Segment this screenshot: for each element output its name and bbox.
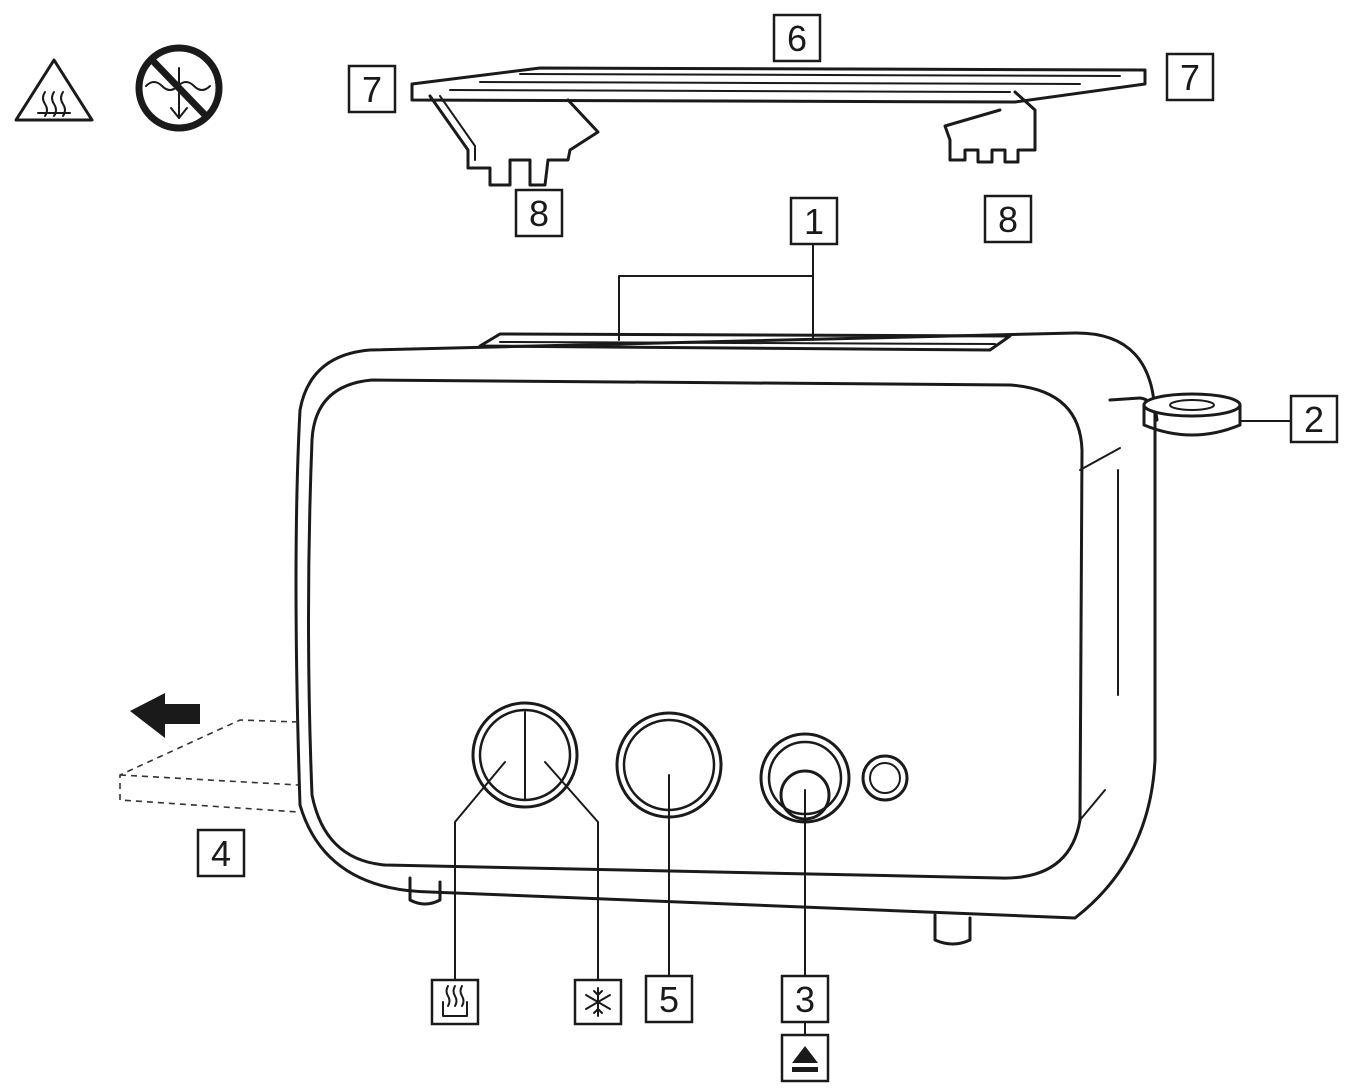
callout-6: 6: [772, 13, 822, 63]
callout-8-right: 8: [983, 194, 1033, 244]
reheat-icon: [430, 978, 480, 1026]
svg-text:7: 7: [1180, 57, 1200, 98]
bun-warmer-rack: [410, 66, 1147, 187]
callout-2: 2: [1289, 394, 1339, 444]
callout-5: 5: [644, 974, 694, 1024]
svg-text:1: 1: [804, 201, 824, 242]
svg-text:6: 6: [787, 18, 807, 59]
crumb-tray-arrow-icon: [130, 693, 200, 738]
hot-surface-warning-icon: [14, 58, 94, 122]
svg-text:4: 4: [211, 833, 231, 874]
svg-text:7: 7: [362, 69, 382, 110]
reheat-defrost-button: [471, 701, 579, 809]
cancel-eject-icon: [780, 1033, 830, 1083]
reheat-leader-line: [454, 761, 506, 981]
callout-1: 1: [789, 196, 839, 246]
slot-leader-line: [618, 243, 814, 341]
defrost-leader-line: [544, 761, 599, 981]
cancel-button: [759, 732, 909, 824]
callout-3: 3: [780, 974, 830, 1024]
svg-text:8: 8: [529, 193, 549, 234]
callout-4: 4: [196, 828, 246, 878]
callout-8-left: 8: [514, 188, 564, 238]
crumb-tray: [119, 719, 299, 813]
defrost-icon: [573, 978, 623, 1026]
svg-text:8: 8: [998, 199, 1018, 240]
callout-7-left: 7: [347, 64, 397, 114]
do-not-immerse-icon: [135, 44, 223, 132]
svg-text:3: 3: [795, 979, 815, 1020]
browning-control-dial: [1108, 392, 1291, 437]
svg-text:5: 5: [659, 979, 679, 1020]
callout-7-right: 7: [1165, 52, 1215, 102]
svg-text:2: 2: [1304, 399, 1324, 440]
toaster-body: [294, 331, 1157, 946]
